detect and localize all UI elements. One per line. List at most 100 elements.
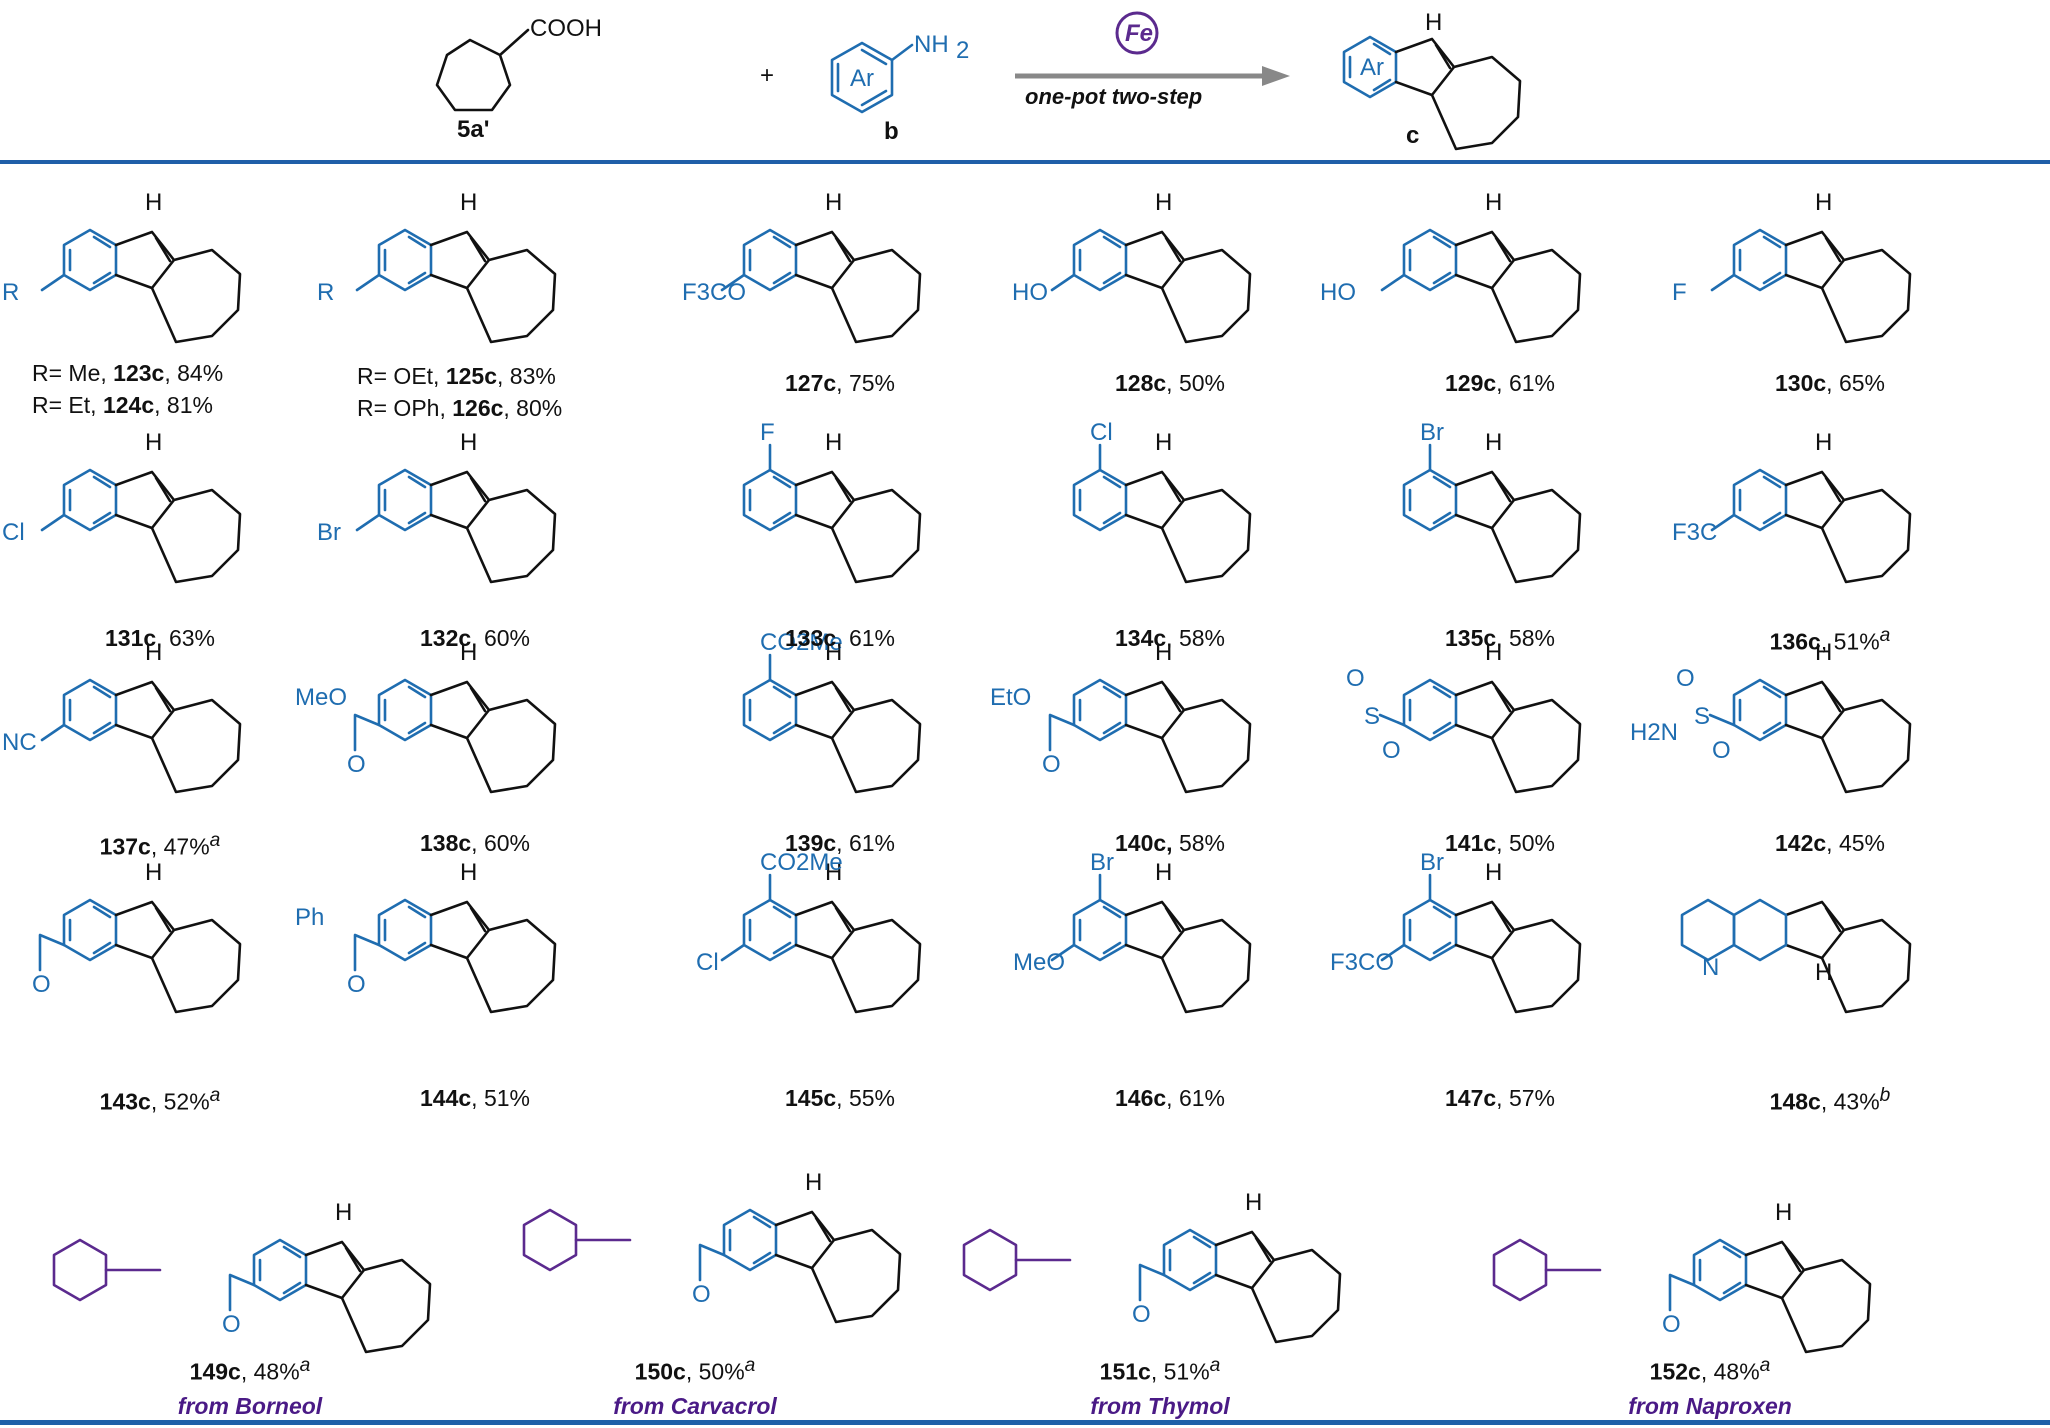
compound-label: 151c, 51%a <box>1099 1355 1221 1385</box>
conjugate-structure: HO <box>522 1169 902 1324</box>
reactant2-id: b <box>884 118 899 145</box>
substrate-structure: HR <box>2 189 242 344</box>
nh-label: H <box>825 189 842 216</box>
nh-label: H <box>1775 1199 1792 1226</box>
nh-label: H <box>805 1169 822 1196</box>
substrate-structure: HF <box>1672 189 1912 344</box>
nh-label: H <box>1815 639 1832 666</box>
nh-label: H <box>145 859 162 886</box>
substituent-label: CO2Me <box>760 849 843 876</box>
substituent-label: HO <box>1012 279 1048 306</box>
header-reaction: COOH 5a' + Ar NH 2 b Fe Ar H c <box>435 9 1522 151</box>
substituent-label: F <box>1672 279 1687 306</box>
compound-label: 144c, 51% <box>420 1085 530 1111</box>
substituent-label: F <box>760 419 775 446</box>
source-label: from Thymol <box>1090 1393 1230 1419</box>
compound-label: 135c, 58% <box>1445 625 1555 651</box>
compound-yield-line: R= OEt, 125c, 83% <box>357 363 556 389</box>
compound-label: 131c, 63% <box>105 625 215 651</box>
compound-label: 132c, 60% <box>420 625 530 651</box>
compound-label: 149c, 48%a <box>189 1355 311 1385</box>
compound-label: 130c, 65% <box>1775 370 1885 396</box>
compound-label: 128c, 50% <box>1115 370 1225 396</box>
oxygen-label: O <box>1346 665 1365 692</box>
compound-label: 141c, 50% <box>1445 830 1555 856</box>
reactant2-group: NH <box>914 31 949 58</box>
compound-yield-line: R= OPh, 126c, 80% <box>357 395 563 421</box>
nh-label: H <box>335 1199 352 1226</box>
carbonyl-o: O <box>1662 1311 1681 1338</box>
nh-label: H <box>1155 859 1172 886</box>
nh-label: H <box>1485 859 1502 886</box>
reactant1-id: 5a' <box>457 116 489 143</box>
sulfur-label: S <box>1364 703 1380 730</box>
nh-label: H <box>1815 189 1832 216</box>
substituent-label: F3CO <box>1330 949 1394 976</box>
compound-label: 152c, 48%a <box>1649 1355 1771 1385</box>
substituent-label: Br <box>1420 419 1444 446</box>
substituent-label: Cl <box>2 519 25 546</box>
nh-label: H <box>1485 189 1502 216</box>
product-id: c <box>1406 122 1419 149</box>
nh-label: H <box>1155 429 1172 456</box>
substituent-label: MeO <box>295 684 347 711</box>
substrate-structure: H Cl <box>2 429 242 584</box>
compound-label: 140c, 58% <box>1115 830 1225 856</box>
substrate-structure: HF <box>742 419 922 584</box>
substrate-structure: HO <box>32 859 242 1014</box>
conjugate-structure: HO <box>1492 1199 1872 1354</box>
substituent-label: CO2Me <box>760 629 843 656</box>
conjugate-structure: HO <box>962 1189 1342 1344</box>
compound-label: 134c, 58% <box>1115 625 1225 651</box>
nh-label: H <box>460 639 477 666</box>
substituent-label: F3C <box>1672 519 1717 546</box>
svg-text:Ar: Ar <box>1360 54 1384 81</box>
substrate-structure: HBr <box>1402 419 1582 584</box>
nh-label: H <box>1485 639 1502 666</box>
compound-label: 136c, 51%a <box>1769 625 1891 655</box>
substituent-label: MeO <box>1013 949 1065 976</box>
nh-label: H <box>460 429 477 456</box>
ar-label: Ar <box>850 65 874 92</box>
nh-label: H <box>825 429 842 456</box>
sulfur-label: S <box>1694 703 1710 730</box>
n-label: N <box>1702 954 1719 981</box>
carbonyl-o: O <box>1132 1301 1151 1328</box>
compound-label: 133c, 61% <box>785 625 895 651</box>
source-label: from Naproxen <box>1628 1393 1792 1419</box>
catalyst-label: Fe <box>1125 20 1153 47</box>
substrate-structure: HCl <box>1072 419 1252 584</box>
compound-label: 147c, 57% <box>1445 1085 1555 1111</box>
substituent-label: F3CO <box>682 279 746 306</box>
cycloheptane-ring <box>435 38 512 112</box>
conditions-label: one-pot two-step <box>1025 84 1203 109</box>
nh-label: H <box>1815 959 1832 986</box>
substituent-label: Br <box>317 519 341 546</box>
compound-label: 137c, 47%a <box>99 830 221 860</box>
substrate-structure: H Br <box>317 429 557 584</box>
compound-label: 148c, 43%b <box>1769 1085 1891 1115</box>
reactant1-group: COOH <box>530 15 602 42</box>
compound-label: 129c, 61% <box>1445 370 1555 396</box>
carbonyl-o: O <box>32 971 51 998</box>
substituent-label: Cl <box>696 949 719 976</box>
compound-label: 145c, 55% <box>785 1085 895 1111</box>
nh-label: H <box>1245 1189 1262 1216</box>
compound-label: 138c, 60% <box>420 830 530 856</box>
carbonyl-o: O <box>222 1311 241 1338</box>
svg-text:H: H <box>1425 9 1442 36</box>
nh-label: H <box>145 189 162 216</box>
compound-label: 139c, 61% <box>785 830 895 856</box>
substrate-structure: HNC <box>2 639 242 794</box>
oxygen-label: O <box>1676 665 1695 692</box>
nh-label: H <box>145 639 162 666</box>
nh-label: H <box>145 429 162 456</box>
